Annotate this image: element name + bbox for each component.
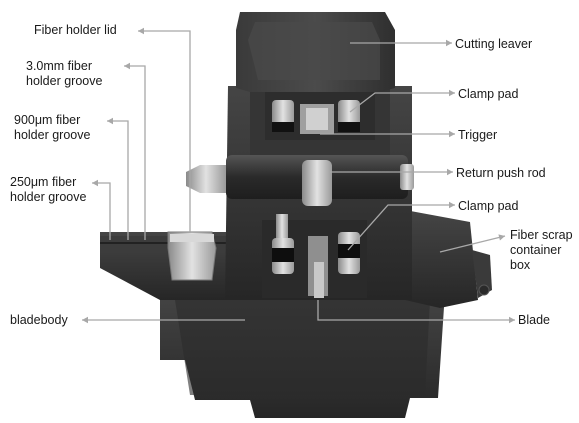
label-fiber-scrap-box-line1: Fiber scrap [510, 228, 573, 242]
arrowhead [92, 179, 98, 187]
arrowhead [446, 39, 452, 47]
fiber-holder-lid-shape [167, 231, 217, 281]
label-clamp-pad-upper: Clamp pad [458, 87, 519, 101]
return-rod-cap-right [400, 164, 414, 190]
center-roller [302, 160, 332, 206]
arrowhead [447, 168, 453, 176]
label-3mm-groove-line2: holder groove [26, 74, 103, 88]
arrowhead [449, 201, 455, 209]
label-fiber-scrap-box-line3: box [510, 258, 531, 272]
label-fiber-scrap-box-line2: container [510, 243, 562, 257]
arrowhead [498, 234, 505, 241]
label-3mm-groove-line1: 3.0mm fiber [26, 59, 92, 73]
leader-trigger [320, 130, 455, 138]
left-knob [186, 165, 226, 193]
leader-clamp-pad-upper [349, 89, 455, 113]
label-250um-groove-line2: holder groove [10, 190, 87, 204]
arrowhead [107, 117, 113, 125]
label-fiber-scrap-box: Fiber scrap container box [510, 228, 573, 273]
label-250um-groove: 250μm fiber holder groove [10, 175, 86, 205]
label-900um-groove-line2: holder groove [14, 128, 91, 142]
leader-cutting-leaver [350, 39, 452, 47]
label-3mm-groove: 3.0mm fiber holder groove [26, 59, 102, 89]
label-cutting-leaver: Cutting leaver [455, 37, 533, 51]
arrowhead [138, 27, 144, 35]
arrowhead [449, 130, 455, 138]
label-fiber-holder-lid: Fiber holder lid [34, 23, 117, 37]
leader-900um-groove [107, 117, 129, 240]
arrowhead [124, 62, 130, 70]
leader-3mm-groove [124, 62, 146, 240]
label-return-push-rod: Return push rod [456, 166, 546, 180]
label-blade: Blade [518, 313, 550, 327]
leader-clamp-pad-lower [347, 201, 455, 251]
scrap-box-hinge-pin [478, 284, 490, 296]
arrowhead [449, 89, 455, 97]
leader-blade [317, 300, 515, 324]
leader-fiber-holder-lid [138, 27, 191, 232]
arrowhead [82, 316, 88, 324]
leader-return-push-rod [330, 168, 453, 176]
label-250um-groove-line1: 250μm fiber [10, 175, 77, 189]
blade-body-front [175, 300, 430, 395]
label-900um-groove-line1: 900μm fiber [14, 113, 81, 127]
label-trigger: Trigger [458, 128, 498, 142]
label-bladebody: bladebody [10, 313, 68, 327]
spring-post [276, 214, 288, 240]
upper-clamp-pad-right [338, 100, 360, 126]
leader-250um-groove [92, 179, 111, 240]
leader-fiber-scrap-box [439, 234, 506, 253]
arrowhead [509, 316, 515, 324]
label-900um-groove: 900μm fiber holder groove [14, 113, 90, 143]
upper-clamp-pad-left [272, 100, 294, 126]
leader-bladebody [82, 316, 245, 324]
fiber-scrap-box-shape [405, 210, 478, 308]
label-clamp-pad-lower: Clamp pad [458, 199, 519, 213]
